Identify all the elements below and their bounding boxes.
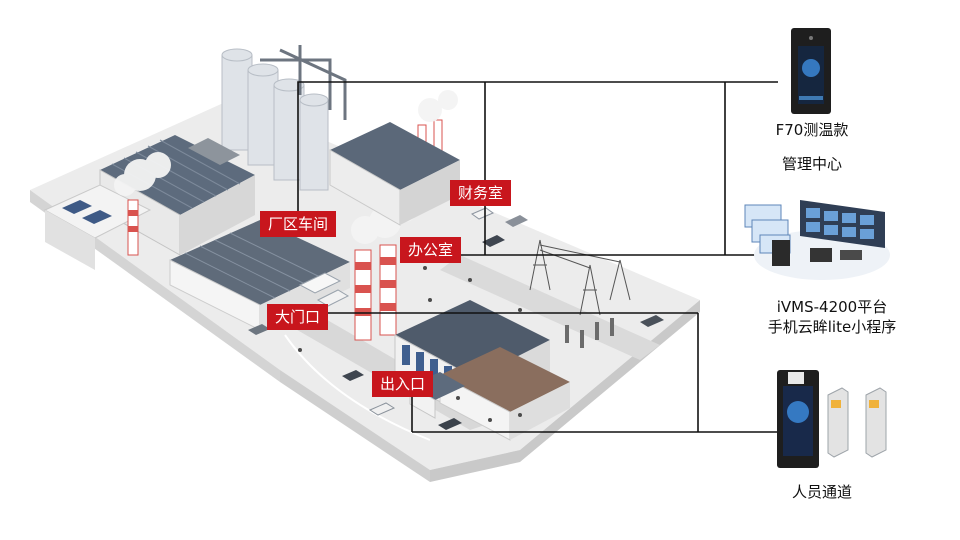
zone-tag-entrance: 出入口 (372, 371, 433, 397)
f70-terminal-label: F70测温款 (752, 120, 872, 140)
factory-illustration (30, 45, 700, 482)
management-center-label: 管理中心 (752, 154, 872, 174)
zone-tag-factory-workshop: 厂区车间 (260, 211, 336, 237)
zone-tag-finance-office: 财务室 (450, 180, 511, 206)
monitoring-center-icon (745, 200, 890, 280)
zone-tag-main-gate: 大门口 (267, 304, 328, 330)
face-terminal-icon (791, 28, 831, 114)
turnstile-icon (777, 370, 886, 468)
zone-tag-office: 办公室 (400, 237, 461, 263)
platform-label-line2: 手机云眸lite小程序 (752, 317, 912, 337)
platform-label-line1: iVMS-4200平台 (752, 297, 912, 317)
turnstile-label: 人员通道 (772, 482, 872, 502)
